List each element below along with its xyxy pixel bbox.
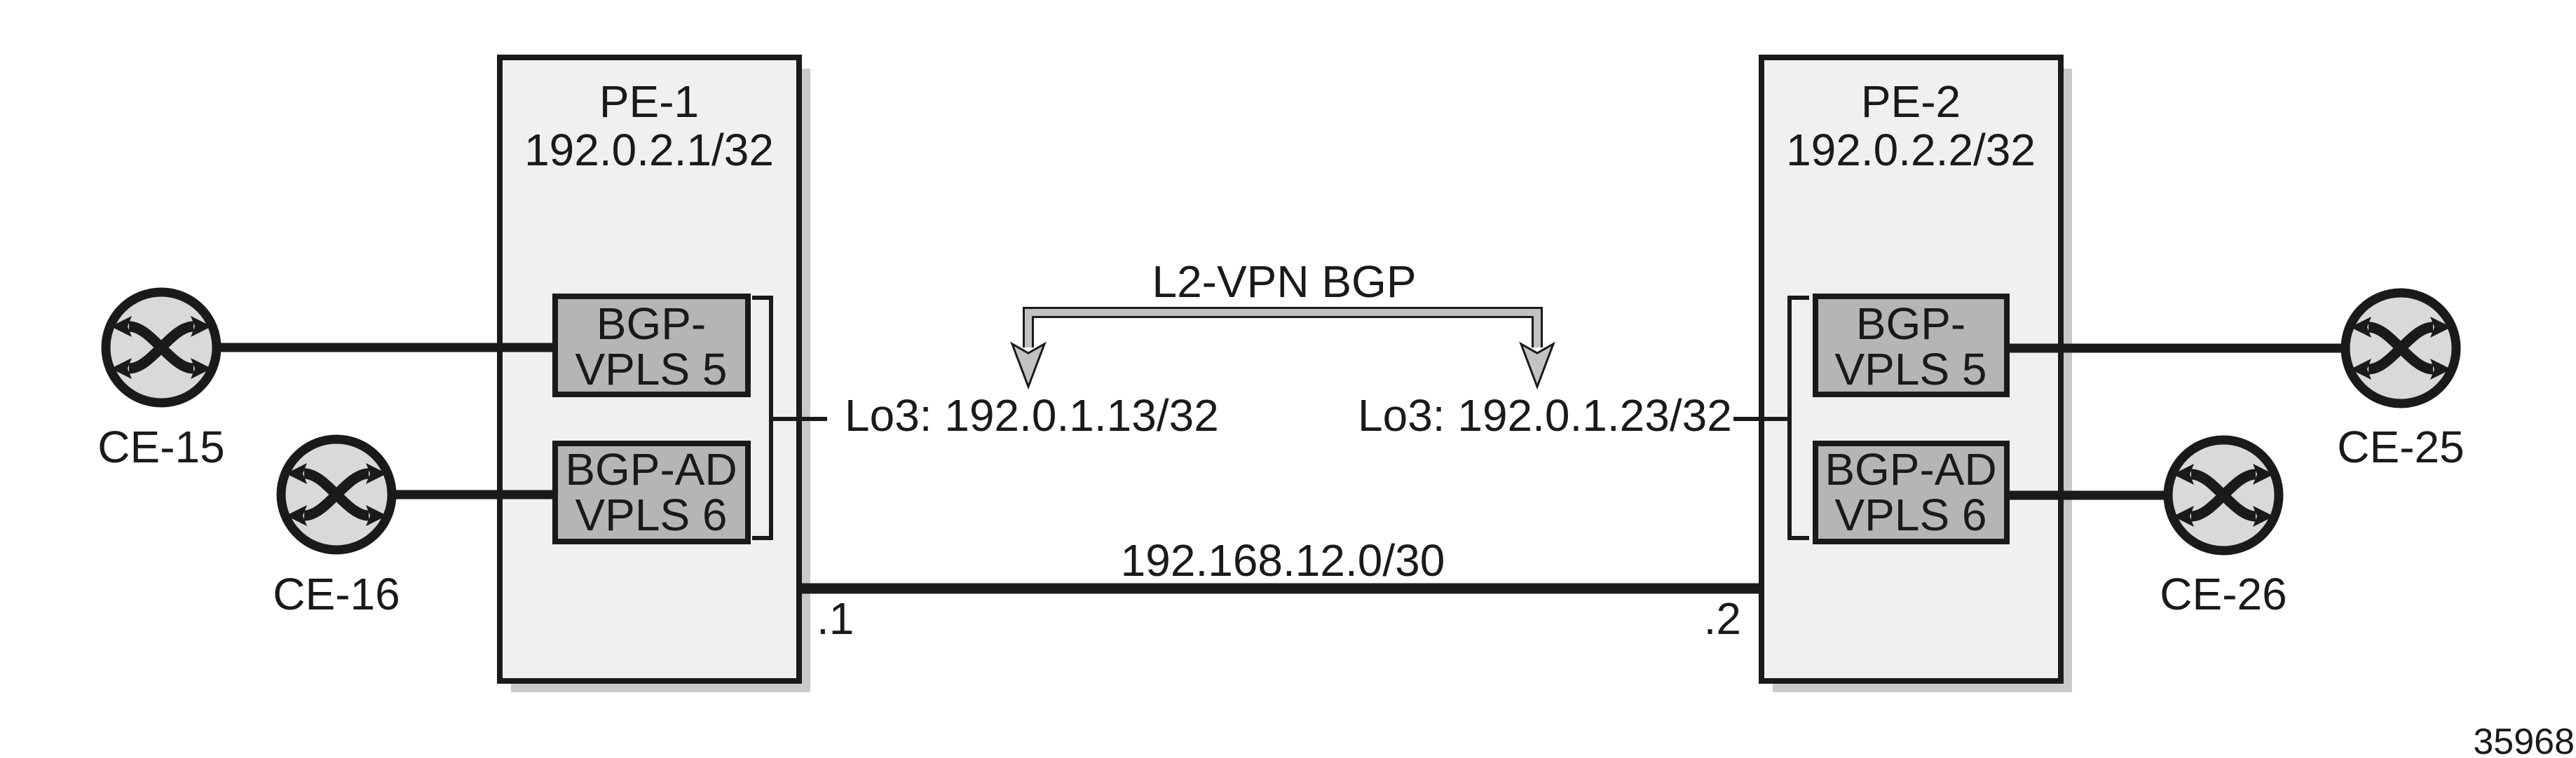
pe1-vpls6-label-line2: VPLS 6: [575, 490, 727, 540]
pe2-bgp-vpls5-box: [1813, 294, 2010, 397]
ce26-label: CE-26: [2160, 569, 2287, 619]
bgp-session-label: L2-VPN BGP: [1152, 256, 1416, 307]
pe2-title: PE-2: [1861, 76, 1961, 127]
pe1-title: PE-1: [599, 76, 699, 127]
pe1-interface-label: .1: [817, 593, 854, 644]
pe1-loopback-label: Lo3: 192.0.1.13/32: [845, 390, 1219, 441]
pe1-ip: 192.0.2.1/32: [524, 125, 774, 175]
pe1-vpls5-label-line2: VPLS 5: [575, 344, 727, 394]
bgp-arrowhead-right-icon: [1519, 341, 1555, 390]
pe1-bgp-vpls5-box: [552, 294, 751, 397]
ce25-label: CE-25: [2337, 422, 2464, 472]
ce26-router-icon: [2168, 440, 2279, 551]
ce16-label: CE-16: [273, 569, 400, 619]
pe1-vpls5-label-line1: BGP-: [597, 298, 706, 349]
ce25-router-icon: [2345, 293, 2456, 404]
pe2-interface-label: .2: [1704, 593, 1741, 644]
pe1-vpls6-label-line1: BGP-AD: [565, 444, 737, 495]
ce16-router-icon: [281, 439, 392, 550]
ce15-router-icon: [106, 292, 217, 403]
ce15-label: CE-15: [97, 422, 224, 472]
pe2-vpls6-label-line1: BGP-AD: [1825, 444, 1996, 495]
core-link-subnet-label: 192.168.12.0/30: [1121, 535, 1445, 586]
figure-number: 35968: [2473, 722, 2575, 758]
pe2-loopback-bracket: [1733, 296, 1809, 540]
pe2-loopback-label: Lo3: 192.0.1.23/32: [1358, 390, 1732, 441]
pe2-vpls5-label-line1: BGP-: [1856, 298, 1965, 349]
pe2-vpls6-label-line2: VPLS 6: [1834, 490, 1986, 540]
bgp-arrow-fill: [1025, 309, 1541, 347]
pe1-bgp-ad-vpls6-box: [552, 441, 751, 544]
pe2-bgp-ad-vpls6-box: [1813, 441, 2010, 544]
pe1-loopback-bracket: [752, 296, 827, 540]
bgp-arrowhead-left-icon: [1010, 341, 1047, 390]
bgp-session-arrow: [1010, 307, 1555, 390]
pe2-ip: 192.0.2.2/32: [1786, 125, 2036, 175]
pe2-vpls5-label-line2: VPLS 5: [1834, 344, 1986, 394]
